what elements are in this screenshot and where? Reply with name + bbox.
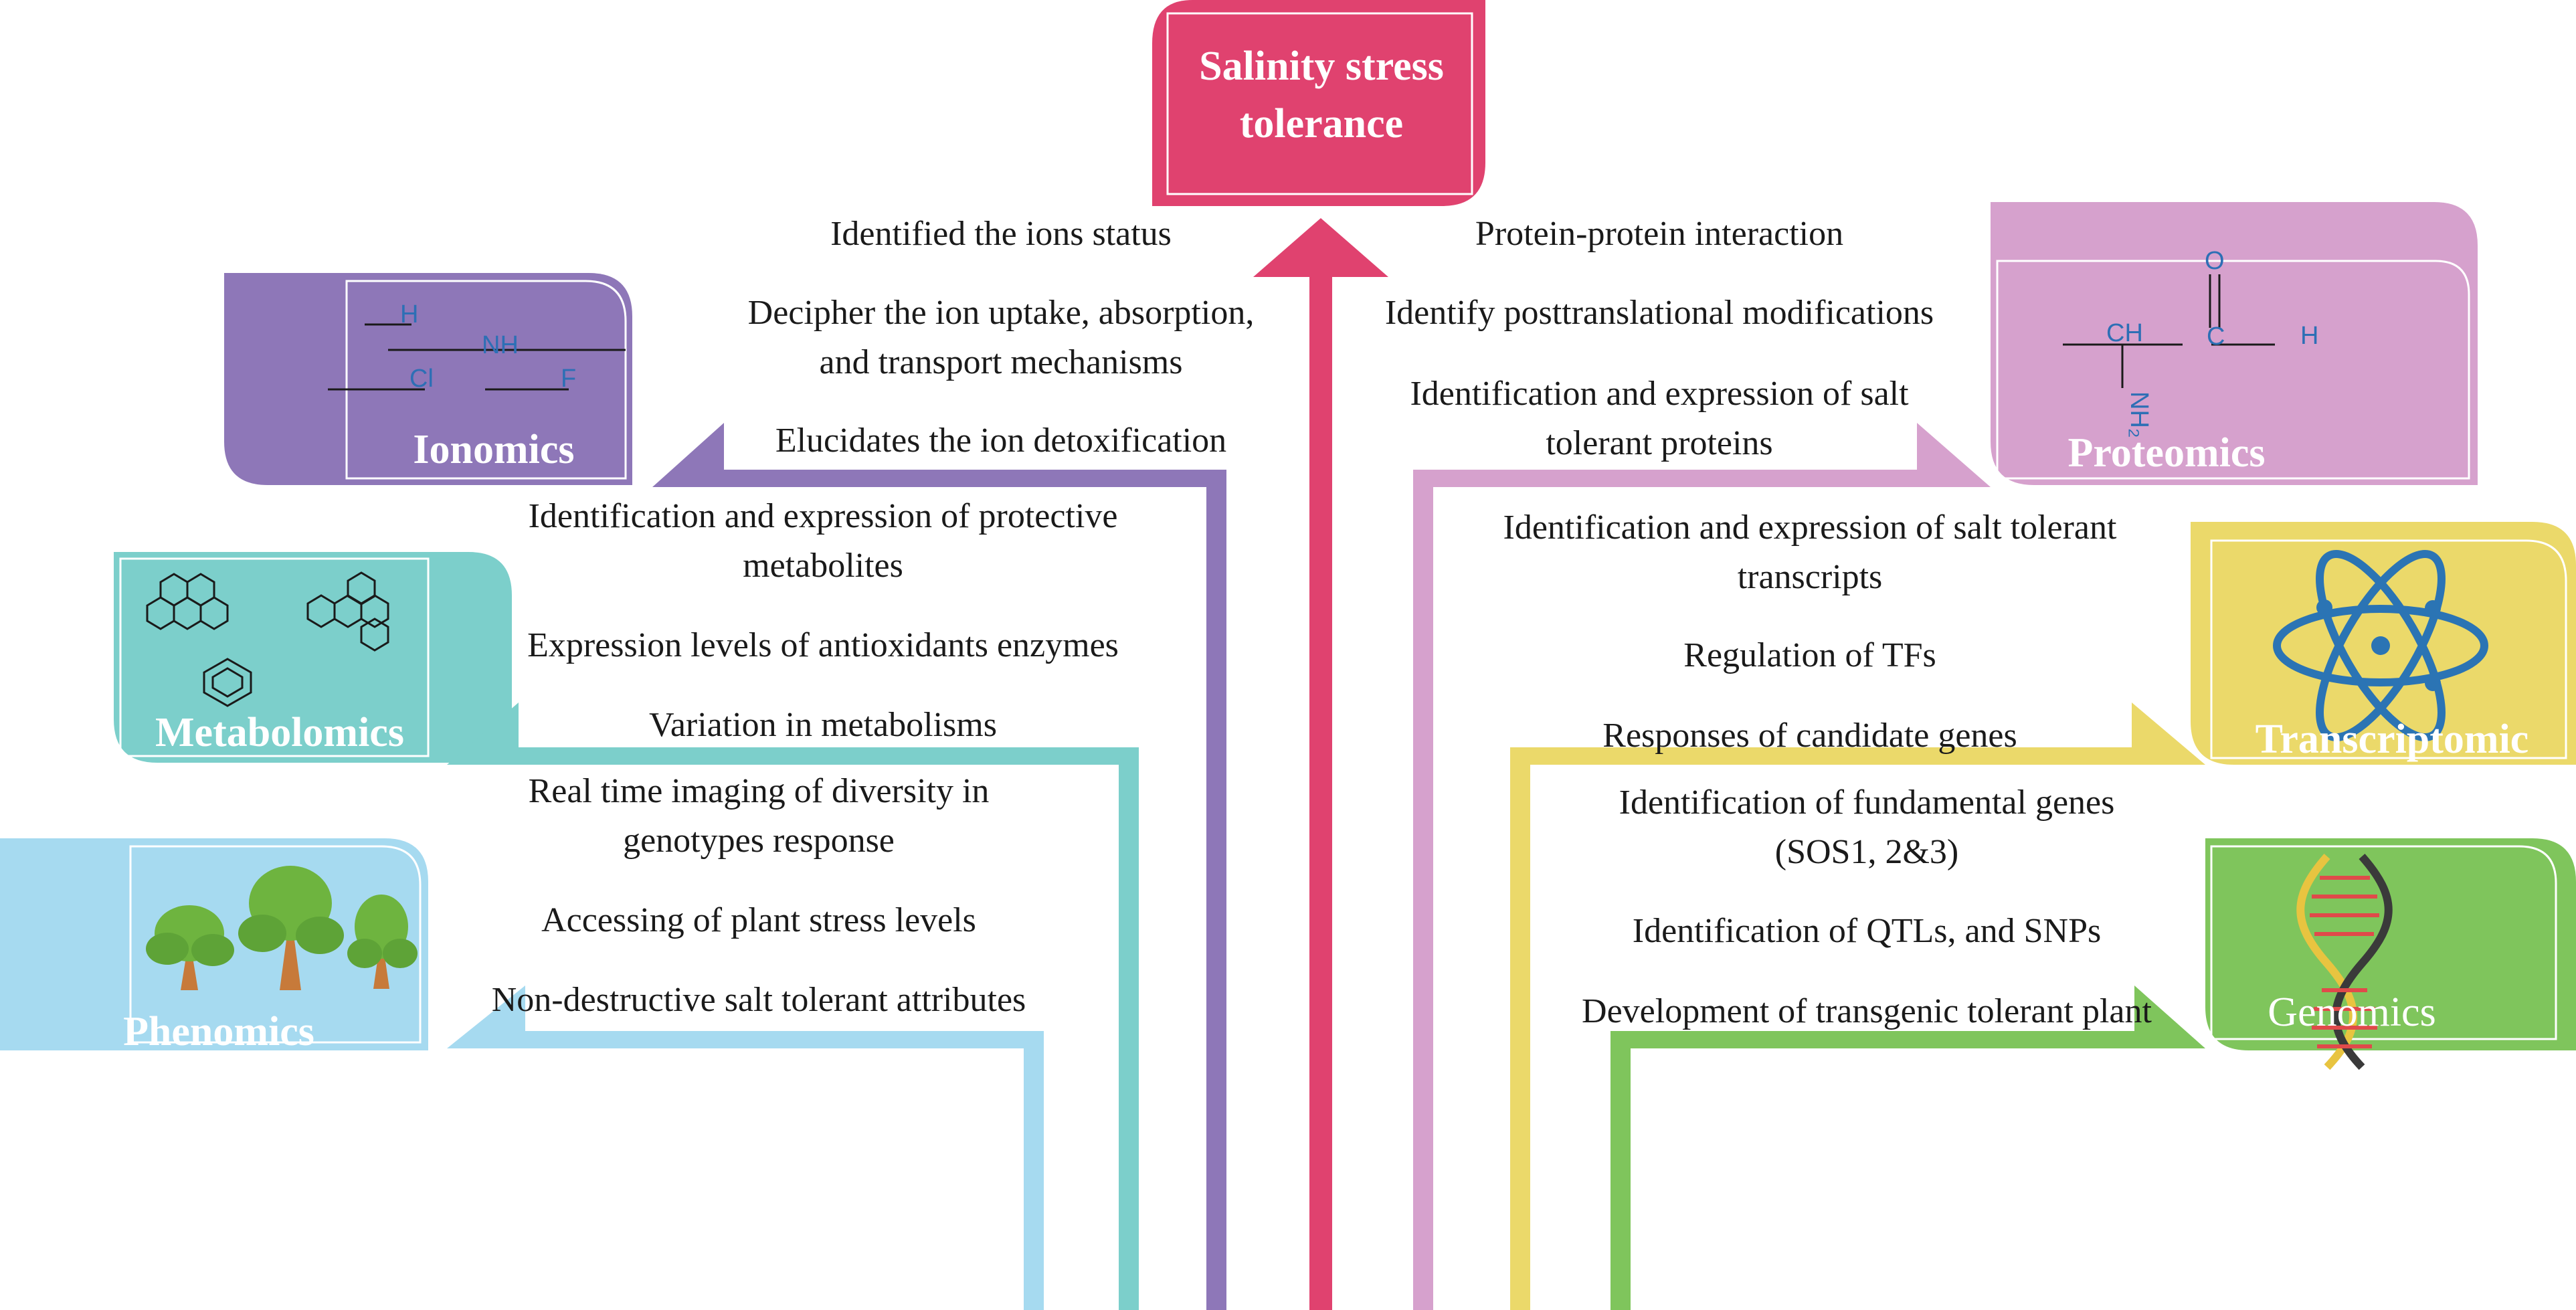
genomics-item-1-line2: (SOS1, 2&3) bbox=[1774, 833, 1959, 871]
ionomics-box-shape bbox=[224, 273, 632, 485]
ion-atom-h: H bbox=[400, 300, 418, 329]
transcriptomic-item-1-line1: Identification and expression of salt to… bbox=[1503, 508, 2117, 547]
proteomics-item-3-line2: tolerant proteins bbox=[1546, 424, 1773, 462]
metabolomics-label: Metabolomics bbox=[155, 710, 404, 755]
genomics-arrow bbox=[1611, 986, 2205, 1310]
protein-atom-ch: CH bbox=[2106, 319, 2143, 347]
proteomics-item-3: Identification and expression of salt to… bbox=[1410, 369, 1908, 468]
transcriptomic-arrow bbox=[1510, 703, 2205, 1310]
proteomics-item-2: Identify posttranslational modifications bbox=[1384, 294, 1934, 332]
center-title-line2: tolerance bbox=[1239, 101, 1404, 147]
proteomics-box-inner-frame bbox=[1996, 260, 2470, 480]
genomics-item-1: Identification of fundamental genes (SOS… bbox=[1619, 778, 2115, 877]
protein-atom-c: C bbox=[2207, 322, 2225, 351]
protein-atom-nh2: NH₂ bbox=[2125, 391, 2153, 438]
transcriptomic-box bbox=[2191, 522, 2576, 765]
transcriptomic-box-inner-frame bbox=[2210, 539, 2567, 759]
phenomics-item-3: Non-destructive salt tolerant attributes bbox=[491, 981, 1026, 1019]
ion-molecule-icon bbox=[328, 323, 626, 391]
genomics-label: Genomics bbox=[2268, 990, 2436, 1035]
metabolomics-box-inner-frame bbox=[119, 557, 430, 757]
ionomics-item-2-line1: Decipher the ion uptake, absorption, bbox=[747, 294, 1255, 332]
transcriptomic-item-3: Responses of candidate genes bbox=[1602, 717, 2017, 755]
genomics-item-2: Identification of QTLs, and SNPs bbox=[1632, 912, 2102, 950]
phenomics-item-1-line2: genotypes response bbox=[623, 822, 895, 860]
genomics-box-inner-frame bbox=[2210, 845, 2557, 1040]
phenomics-box-inner-frame bbox=[129, 845, 422, 1044]
center-box-shape bbox=[1152, 0, 1485, 206]
atom-nucleus-icon bbox=[2371, 636, 2390, 655]
phenomics-arrow bbox=[447, 986, 1044, 1310]
center-box bbox=[1152, 0, 1485, 206]
transcriptomic-item-1: Identification and expression of salt to… bbox=[1503, 503, 2117, 602]
proteomics-item-3-line1: Identification and expression of salt bbox=[1410, 375, 1909, 413]
center-box-inner-frame bbox=[1166, 12, 1473, 195]
tree-icon bbox=[146, 866, 418, 990]
metabolomics-arrow bbox=[447, 703, 1139, 1310]
ionomics-item-3: Elucidates the ion detoxification bbox=[775, 422, 1227, 460]
proteomics-arrow bbox=[1413, 423, 1991, 1310]
phenomics-item-1-line1: Real time imaging of diversity in bbox=[528, 772, 990, 810]
atom-icon bbox=[2273, 549, 2488, 742]
ion-atom-f: F bbox=[561, 365, 576, 393]
metabolomics-item-1-line1: Identification and expression of protect… bbox=[528, 497, 1118, 535]
transcriptomic-label: Transcriptomic bbox=[2255, 717, 2529, 762]
phenomics-label: Phenomics bbox=[123, 1009, 314, 1054]
genomics-item-1-line1: Identification of fundamental genes bbox=[1619, 783, 2115, 822]
dna-icon bbox=[2296, 854, 2393, 1070]
ion-atom-cl: Cl bbox=[409, 365, 434, 393]
genomics-box-shape bbox=[2205, 838, 2576, 1050]
transcriptomic-item-2: Regulation of TFs bbox=[1683, 636, 1936, 674]
center-title-line1: Salinity stress bbox=[1199, 43, 1444, 89]
metabolomics-item-3: Variation in metabolisms bbox=[649, 706, 997, 744]
ionomics-label: Ionomics bbox=[413, 427, 575, 472]
center-title: Salinity stress tolerance bbox=[1199, 37, 1444, 153]
ionomics-arrow bbox=[652, 423, 1226, 1310]
proteomics-box: O CH C H NH₂ bbox=[1991, 202, 2478, 485]
protein-atom-o: O bbox=[2205, 247, 2225, 275]
genomics-box bbox=[2205, 838, 2576, 1070]
ionomics-box: H NH Cl F bbox=[224, 273, 632, 485]
metabolomics-item-2: Expression levels of antioxidants enzyme… bbox=[527, 626, 1119, 664]
phenomics-item-2: Accessing of plant stress levels bbox=[541, 901, 976, 939]
ionomics-box-inner-frame bbox=[345, 280, 627, 480]
proteomics-label: Proteomics bbox=[2067, 430, 2266, 476]
phenomics-box bbox=[0, 838, 428, 1050]
center-arrow bbox=[1253, 218, 1388, 1310]
metabolomics-box bbox=[114, 552, 512, 763]
amino-acid-icon bbox=[2063, 274, 2275, 388]
ionomics-item-2-line2: and transport mechanisms bbox=[819, 343, 1183, 381]
ion-atom-nh: NH bbox=[482, 331, 519, 359]
ionomics-item-1: Identified the ions status bbox=[830, 215, 1172, 253]
protein-atom-h: H bbox=[2300, 322, 2318, 350]
proteomics-item-1: Protein-protein interaction bbox=[1475, 215, 1844, 253]
metabolomics-item-1-line2: metabolites bbox=[743, 547, 903, 585]
genomics-item-3: Development of transgenic tolerant plant bbox=[1582, 992, 2152, 1030]
metabolomics-box-shape bbox=[114, 552, 512, 763]
metabolite-rings-icon bbox=[146, 571, 389, 707]
ionomics-item-2: Decipher the ion uptake, absorption, and… bbox=[748, 288, 1255, 387]
phenomics-item-1: Real time imaging of diversity in genoty… bbox=[529, 767, 990, 866]
metabolomics-item-1: Identification and expression of protect… bbox=[529, 492, 1118, 591]
transcriptomic-item-1-line2: transcripts bbox=[1737, 558, 1883, 596]
